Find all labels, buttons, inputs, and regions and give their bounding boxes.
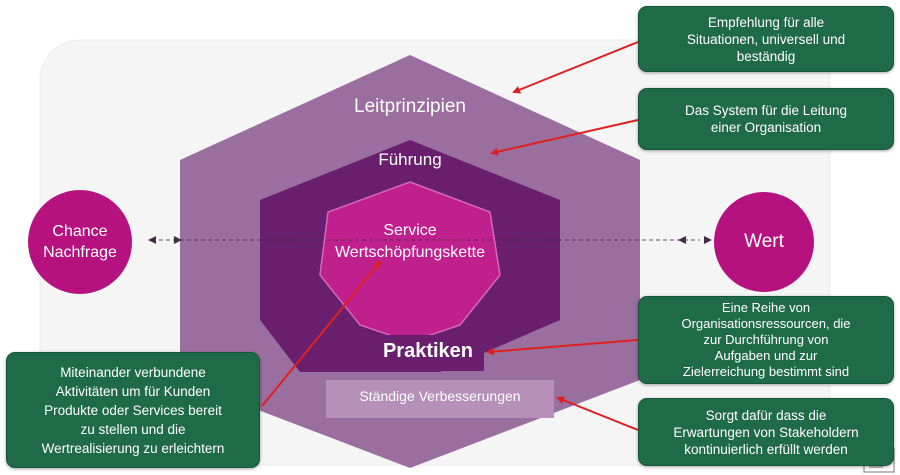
pointer-governance — [490, 119, 639, 156]
governance-label: Führung — [378, 150, 442, 169]
improvement-label: Ständige Verbesserungen — [359, 388, 521, 404]
pointer-practices — [486, 339, 639, 356]
pointer-value-chain — [261, 260, 382, 407]
callout-practices: Eine Reihe von Organisationsressourcen, … — [638, 296, 894, 384]
practices-label: Praktiken — [382, 340, 474, 362]
callout-improvement: Sorgt dafür dass die Erwartungen von Sta… — [638, 398, 894, 466]
value-circle: Wert — [714, 192, 814, 292]
flow-arrow-right-2 — [704, 236, 712, 244]
practices-band — [372, 335, 484, 371]
callout-governance: Das System für die Leitung einer Organis… — [638, 88, 894, 150]
callout-principles: Empfehlung für alle Situationen, univers… — [638, 6, 894, 72]
principles-label: Leitprinzipien — [354, 96, 466, 117]
value-chain-label: Service Wertschöpfungskette — [334, 222, 485, 261]
flow-arrow-right-1 — [174, 236, 182, 244]
pointer-improvement — [556, 396, 639, 431]
improvement-band — [326, 380, 554, 418]
pointer-principles — [512, 41, 639, 94]
opportunity-demand-circle: Chance Nachfrage — [28, 190, 132, 294]
callout-value-chain: Miteinander verbundene Aktivitäten um fü… — [6, 352, 260, 468]
flow-arrow-left-2 — [678, 236, 686, 244]
flow-arrow-left — [148, 236, 156, 244]
